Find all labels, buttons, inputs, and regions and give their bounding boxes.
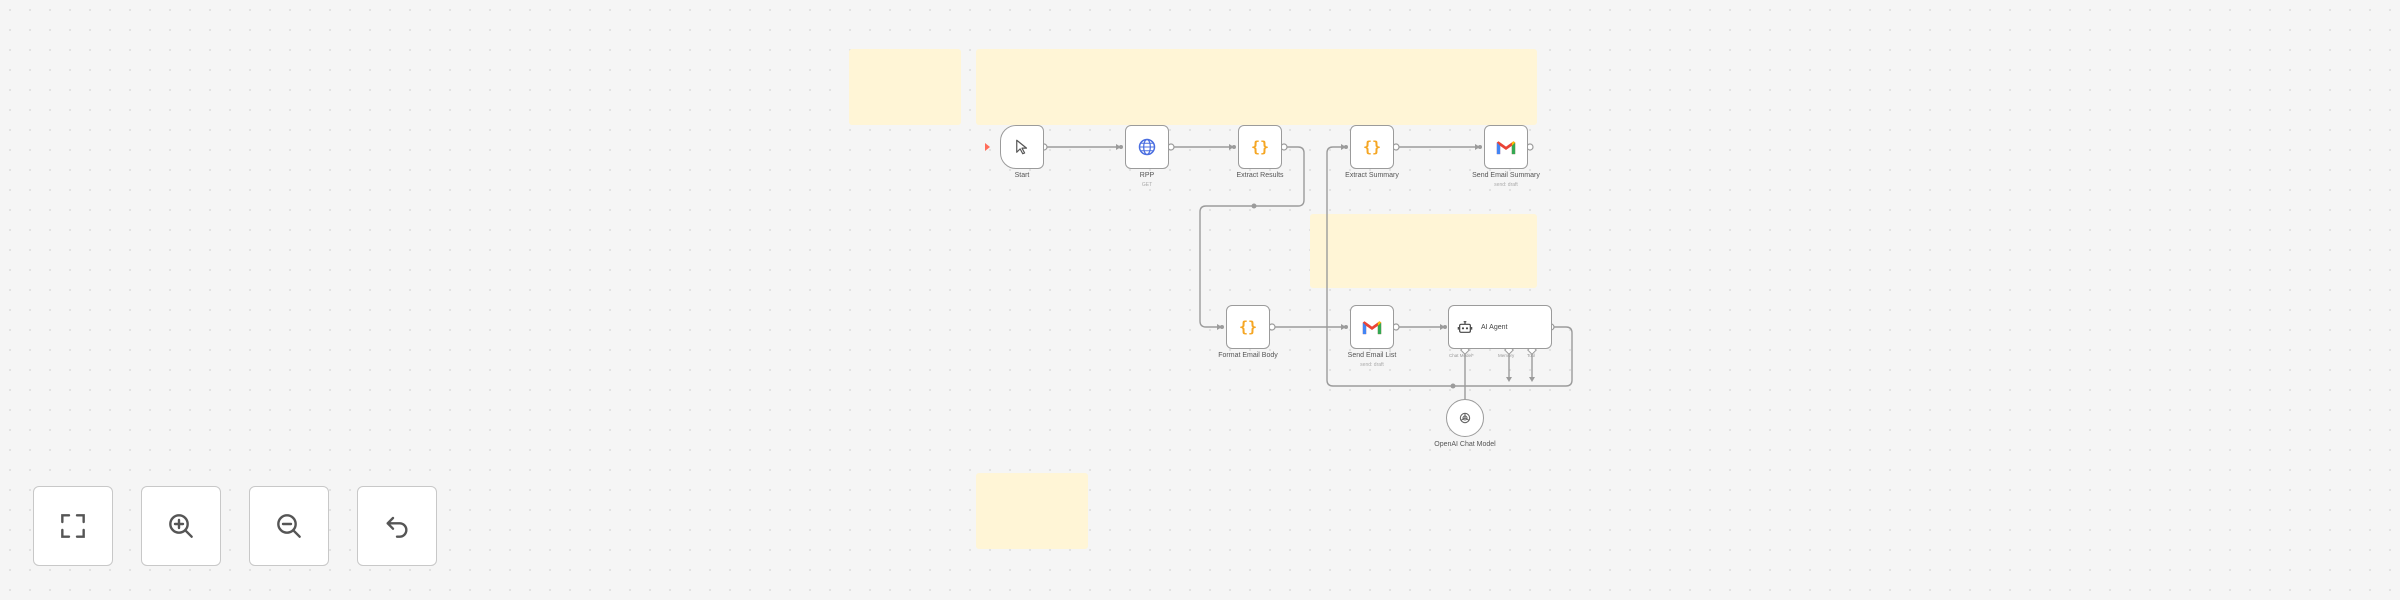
node-extract-summary[interactable]: {} bbox=[1350, 125, 1394, 169]
node-send-summary[interactable] bbox=[1484, 125, 1528, 169]
node-http-label: RPP bbox=[1139, 172, 1155, 179]
sticky-note-4[interactable] bbox=[976, 473, 1088, 549]
node-extract-results[interactable]: {} bbox=[1238, 125, 1282, 169]
curly-braces-icon: {} bbox=[1250, 138, 1270, 156]
node-send-summary-label: Send Email Summary bbox=[1472, 172, 1540, 179]
zoom-out-button[interactable] bbox=[249, 486, 329, 566]
sticky-note-3[interactable] bbox=[1310, 214, 1537, 288]
agent-handle-tool: Tool bbox=[1527, 353, 1536, 358]
node-ai-agent-label: AI Agent bbox=[1481, 323, 1508, 331]
sticky-note-1[interactable] bbox=[849, 49, 961, 125]
openai-icon bbox=[1459, 412, 1471, 424]
node-send-list[interactable] bbox=[1350, 305, 1394, 349]
gmail-icon bbox=[1362, 320, 1382, 334]
zoom-in-icon bbox=[169, 514, 193, 538]
curly-braces-icon: {} bbox=[1362, 138, 1382, 156]
node-ai-agent[interactable]: AI Agent bbox=[1448, 305, 1552, 349]
agent-handle-memory: Memory bbox=[1498, 353, 1515, 358]
node-format-body[interactable]: {} bbox=[1226, 305, 1270, 349]
node-format-body-label: Format Email Body bbox=[1218, 352, 1278, 359]
node-start-label: Start bbox=[1014, 172, 1030, 179]
agent-handle-model: Chat Model* bbox=[1449, 353, 1474, 358]
node-send-summary-sub: send: draft bbox=[1494, 182, 1518, 188]
node-openai-model-label: OpenAI Chat Model bbox=[1434, 441, 1496, 448]
cursor-icon bbox=[1016, 139, 1028, 155]
robot-icon bbox=[1457, 321, 1473, 333]
node-extract-results-label: Extract Results bbox=[1236, 172, 1284, 179]
fit-view-icon bbox=[61, 514, 85, 538]
node-http-sub: GET bbox=[1141, 182, 1153, 188]
gmail-icon bbox=[1496, 140, 1516, 154]
sticky-note-2[interactable] bbox=[976, 49, 1537, 125]
zoom-out-icon bbox=[277, 514, 301, 538]
node-send-list-sub: send: draft bbox=[1360, 362, 1384, 368]
undo-button[interactable] bbox=[357, 486, 437, 566]
undo-icon bbox=[386, 516, 408, 538]
globe-icon bbox=[1138, 138, 1156, 156]
node-start[interactable] bbox=[1000, 125, 1044, 169]
node-send-list-label: Send Email List bbox=[1347, 352, 1397, 359]
curly-braces-icon: {} bbox=[1238, 318, 1258, 336]
node-extract-summary-label: Extract Summary bbox=[1345, 172, 1399, 179]
trigger-marker-icon bbox=[985, 143, 990, 151]
node-openai-model[interactable] bbox=[1446, 399, 1484, 437]
connection-agent-extract-summary bbox=[1326, 146, 1573, 387]
fit-view-button[interactable] bbox=[33, 486, 113, 566]
zoom-in-button[interactable] bbox=[141, 486, 221, 566]
node-http[interactable] bbox=[1125, 125, 1169, 169]
